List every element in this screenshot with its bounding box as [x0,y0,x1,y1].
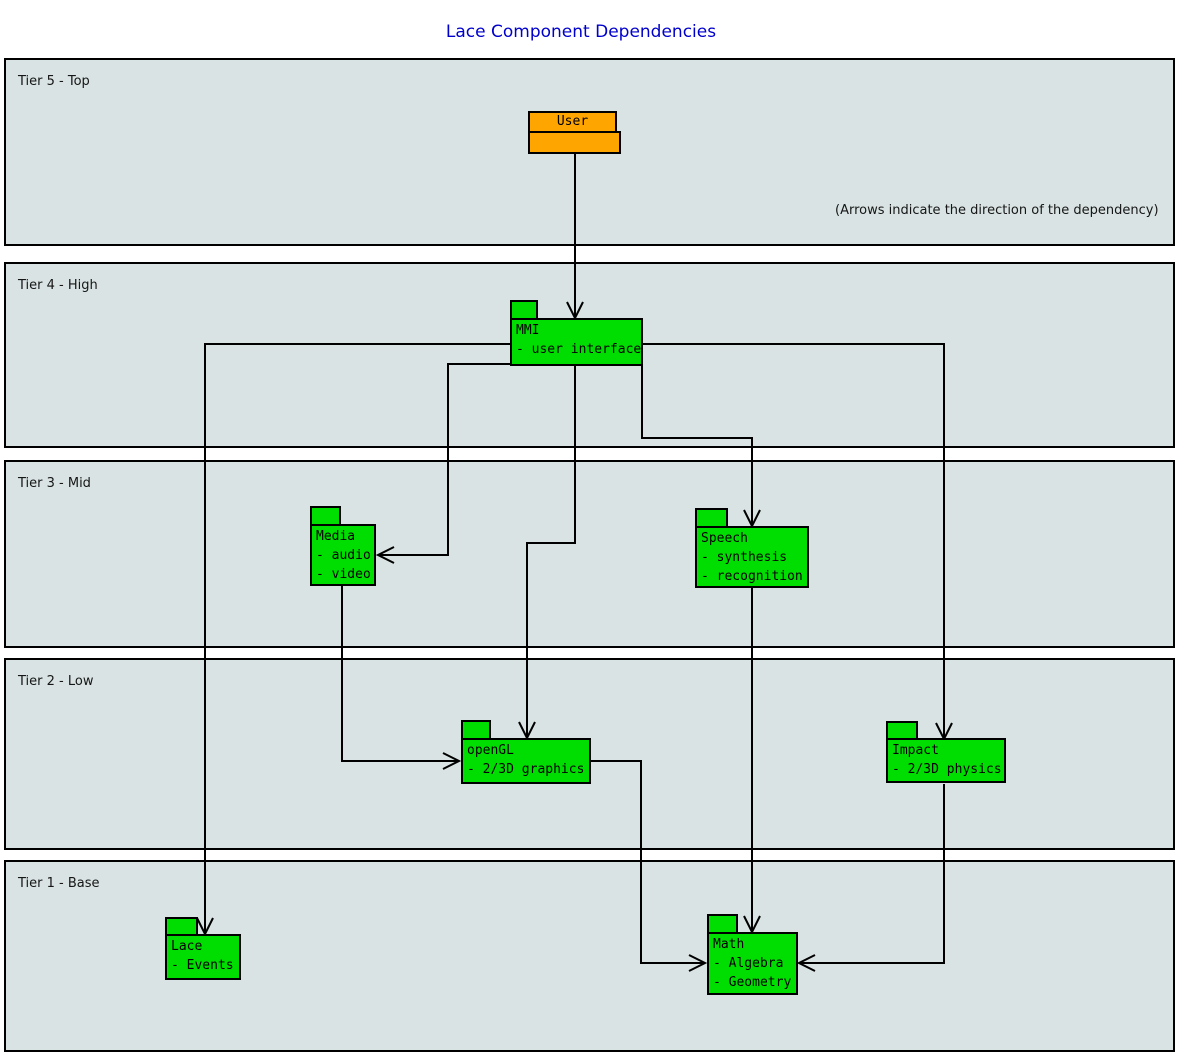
package-opengl-title: openGL [467,743,514,758]
package-impact-item: - 2/3D physics [892,762,1002,777]
package-lace-item: - Events [171,958,234,973]
package-user-applet-body [528,131,621,154]
package-math-item: - Algebra [713,956,784,971]
package-media-title: Media [316,529,356,544]
package-math-item: - Geometry [713,975,792,990]
package-lace-body: Lace - Events [165,934,241,980]
package-speech-item: - recognition [701,569,803,584]
package-opengl-tab [461,720,491,740]
tier-label-5: Tier 5 - Top [18,74,90,89]
package-media-tab [310,506,341,526]
diagram-title: Lace Component Dependencies [445,22,717,42]
package-media-body: Media - audio - video [310,524,376,586]
package-impact-title: Impact [892,743,939,758]
package-math-title: Math [713,937,745,952]
package-speech-body: Speech - synthesis - recognition [695,526,809,588]
package-user-applet-tab: User Applet [528,111,617,147]
package-math-tab [707,914,738,934]
package-speech-item: - synthesis [701,550,788,565]
tier-label-4: Tier 4 - High [18,278,98,293]
package-mmi-body: MMI - user interface [510,318,643,366]
package-mmi-title: MMI [516,323,540,338]
package-mmi-item: - user interface [516,342,642,357]
package-speech-tab [695,508,728,528]
package-opengl-body: openGL - 2/3D graphics [461,738,591,784]
tier-label-3: Tier 3 - Mid [18,476,91,491]
tier-label-1: Tier 1 - Base [18,876,100,891]
tier-band-3: Tier 3 - Mid [4,460,1175,648]
package-mmi-tab [510,300,538,320]
tier-label-2: Tier 2 - Low [18,674,94,689]
dependency-note: (Arrows indicate the direction of the de… [835,203,1159,218]
package-lace-title: Lace [171,939,203,954]
package-media-item: - video [316,567,371,582]
package-media-item: - audio [316,548,371,563]
package-opengl-item: - 2/3D graphics [467,762,585,777]
package-math-body: Math - Algebra - Geometry [707,932,798,995]
package-impact-body: Impact - 2/3D physics [886,738,1006,783]
package-speech-title: Speech [701,531,748,546]
